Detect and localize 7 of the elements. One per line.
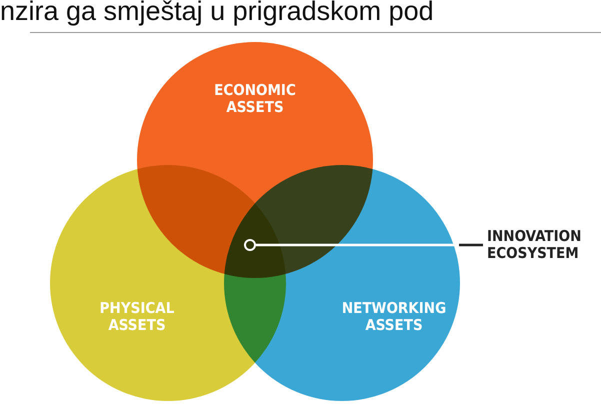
circle-label: ECONOMIC ASSETS: [213, 82, 297, 116]
circle-label: NETWORKING ASSETS: [340, 300, 448, 334]
heading-text: nzira ga smještaj u prigradskom pod: [0, 0, 434, 27]
circle-label: PHYSICAL ASSETS: [98, 300, 176, 334]
callout-label: INNOVATION ECOSYSTEM: [487, 228, 599, 262]
leader-line: [256, 244, 483, 246]
ring-marker: [244, 239, 256, 251]
